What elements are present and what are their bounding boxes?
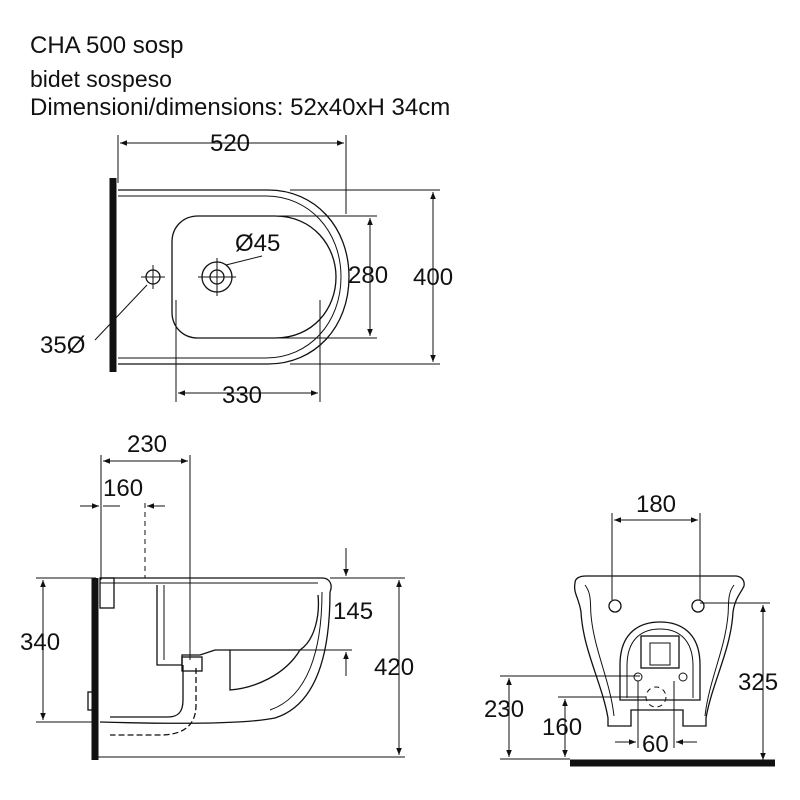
dim-180: 180 (636, 491, 676, 518)
fixing-hole (94, 265, 165, 341)
dim-520: 520 (210, 130, 250, 157)
dim-60: 60 (642, 731, 669, 758)
dim-280: 280 (348, 262, 388, 289)
product-name: bidet sospeso (30, 66, 172, 92)
dim-420: 420 (374, 654, 414, 681)
top-view-basin (171, 215, 337, 339)
wall-fixing-hole-left (608, 599, 622, 613)
tap-hole (198, 255, 263, 296)
front-view-outline (573, 575, 745, 727)
dim-160-front: 160 (542, 714, 582, 741)
front-view: 180 325 230 160 60 (484, 491, 778, 767)
side-view: 230 160 340 420 145 (20, 431, 414, 760)
model-title: CHA 500 sosp (30, 32, 184, 59)
top-view-outline (118, 189, 350, 365)
dim-145: 145 (333, 598, 373, 625)
dim-230-side: 230 (127, 431, 167, 458)
dim-340: 340 (20, 629, 60, 656)
dim-tap-hole: Ø45 (235, 230, 280, 257)
dim-230-front: 230 (484, 696, 524, 723)
dim-fixing-hole: 35Ø (40, 332, 85, 359)
dim-330: 330 (222, 382, 262, 409)
wall-fixing-hole-right (691, 599, 705, 613)
dim-325: 325 (738, 669, 778, 696)
dim-400: 400 (413, 264, 453, 291)
side-view-bowl (99, 591, 331, 724)
top-view: 520 400 280 330 Ø45 35Ø (40, 130, 453, 409)
dim-160-side: 160 (103, 475, 143, 502)
dimensions-summary: Dimensioni/dimensions: 52x40xH 34cm (30, 94, 451, 121)
